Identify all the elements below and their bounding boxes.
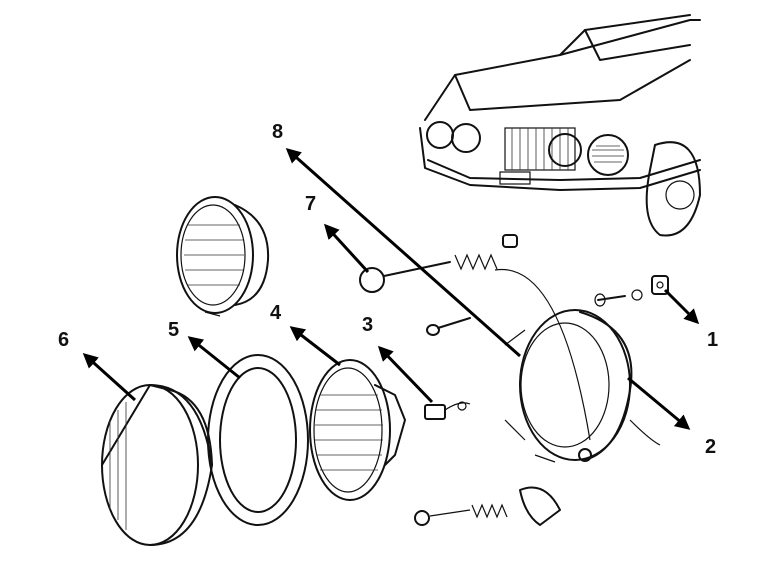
arrow-4 [289,326,341,367]
arrow-6 [82,352,137,402]
callout-6: 6 [58,329,69,351]
part-4-sealed-beam-lamp [309,359,406,501]
spare-lamp-assembly [176,196,270,317]
part-1-clip [594,275,669,307]
callout-1: 1 [707,329,718,351]
part-3-bulb-holder [424,401,471,420]
part-7-adjusting-screw [359,234,518,293]
headlight-bucket-housing [494,268,661,463]
arrow-5 [187,336,241,380]
part-6-trim-ring [101,384,213,546]
arrow-1 [663,288,700,325]
callout-3: 3 [362,314,373,336]
lower-adjuster-spring [414,486,561,526]
arrow-3 [377,345,434,404]
arrow-2 [627,376,691,430]
leader-arrows [82,148,700,430]
part-8-long-screw [426,317,471,336]
callout-8: 8 [272,121,283,143]
callout-4: 4 [270,302,282,324]
callout-7: 7 [305,193,316,215]
callout-2: 2 [705,436,716,458]
arrow-7 [323,223,370,274]
arrow-8 [285,148,521,358]
car-front-illustration [419,14,701,237]
callout-5: 5 [168,319,179,341]
callout-labels: 1 2 3 4 5 6 7 8 [58,121,718,458]
part-5-inner-ring [207,354,309,526]
